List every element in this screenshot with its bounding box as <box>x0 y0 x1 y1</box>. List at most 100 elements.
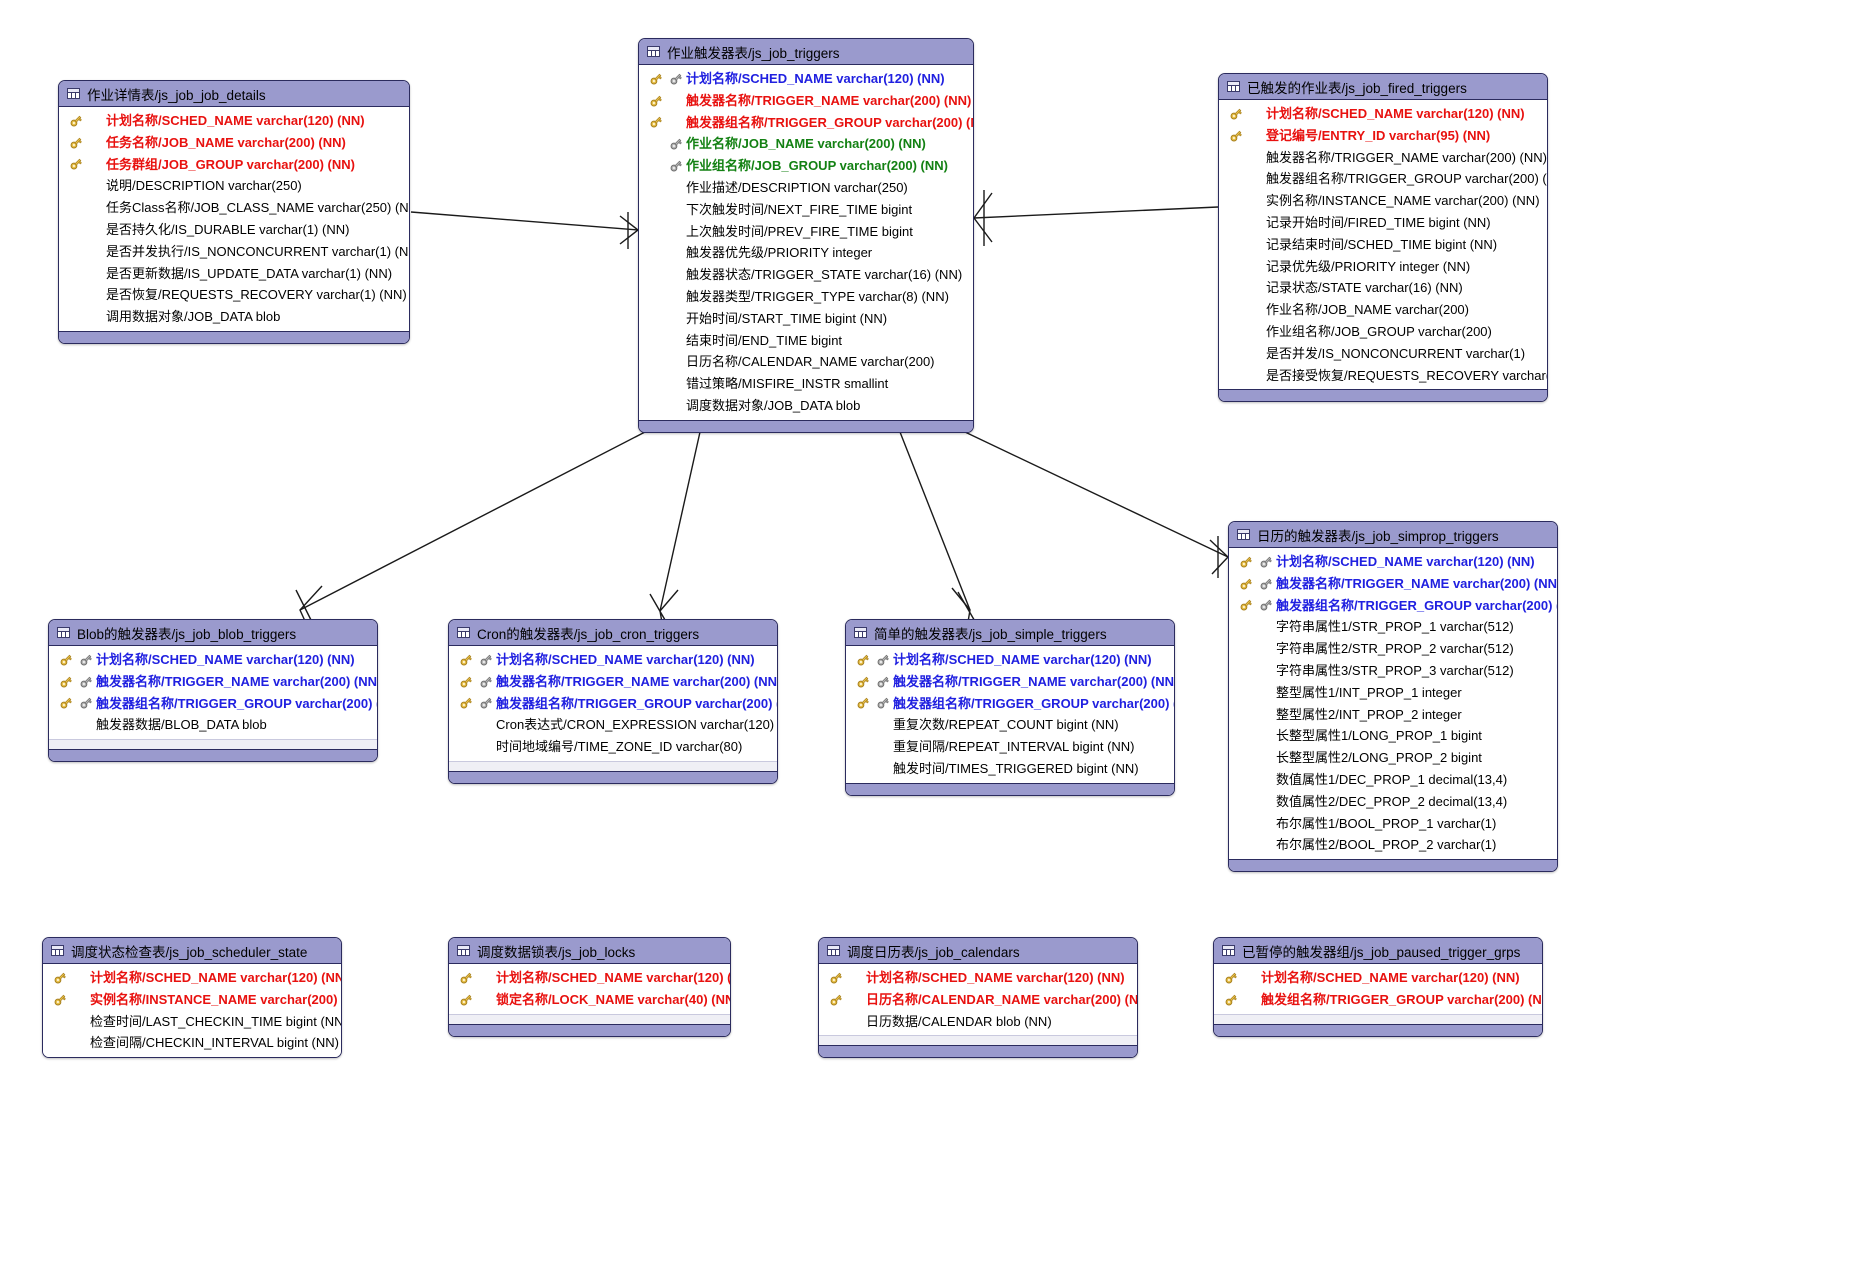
attribute-row[interactable]: 触发器类型/TRIGGER_TYPE varchar(8) (NN) <box>639 286 973 308</box>
attribute-row[interactable]: 触发器名称/TRIGGER_NAME varchar(200) (NN) <box>1229 573 1557 595</box>
attribute-row[interactable]: 是否并发执行/IS_NONCONCURRENT varchar(1) (NN) <box>59 241 409 263</box>
attribute-row[interactable]: 触发器组名称/TRIGGER_GROUP varchar(200) (NN) <box>639 112 973 134</box>
entity-header-simple_triggers[interactable]: 简单的触发器表/js_job_simple_triggers <box>846 620 1174 646</box>
attribute-row[interactable]: 触发器名称/TRIGGER_NAME varchar(200) (NN) <box>449 671 777 693</box>
attribute-row[interactable]: 整型属性1/INT_PROP_1 integer <box>1229 682 1557 704</box>
attribute-row[interactable]: 触发器状态/TRIGGER_STATE varchar(16) (NN) <box>639 264 973 286</box>
entity-calendars[interactable]: 调度日历表/js_job_calendars 计划名称/SCHED_NAME va… <box>818 937 1138 1059</box>
attribute-row[interactable]: 锁定名称/LOCK_NAME varchar(40) (NN) <box>449 989 730 1011</box>
attribute-row[interactable]: 布尔属性2/BOOL_PROP_2 varchar(1) <box>1229 834 1557 856</box>
attribute-row[interactable]: 触发器组名称/TRIGGER_GROUP varchar(200) (NN) <box>1229 595 1557 617</box>
attribute-row[interactable]: 长整型属性2/LONG_PROP_2 bigint <box>1229 747 1557 769</box>
attribute-row[interactable]: 触发器名称/TRIGGER_NAME varchar(200) (NN) <box>1219 147 1547 169</box>
attribute-row[interactable]: 是否持久化/IS_DURABLE varchar(1) (NN) <box>59 219 409 241</box>
attribute-row[interactable]: 长整型属性1/LONG_PROP_1 bigint <box>1229 725 1557 747</box>
attribute-row[interactable]: 触发器名称/TRIGGER_NAME varchar(200) (NN) <box>846 671 1174 693</box>
attribute-row[interactable]: 触发器名称/TRIGGER_NAME varchar(200) (NN) <box>49 671 377 693</box>
attribute-row[interactable]: 上次触发时间/PREV_FIRE_TIME bigint <box>639 221 973 243</box>
attribute-row[interactable]: 是否接受恢复/REQUESTS_RECOVERY varchar(1) <box>1219 365 1547 387</box>
attribute-row[interactable]: 触发器名称/TRIGGER_NAME varchar(200) (NN) <box>639 90 973 112</box>
attribute-row[interactable]: 结束时间/END_TIME bigint <box>639 330 973 352</box>
attribute-row[interactable]: 重复间隔/REPEAT_INTERVAL bigint (NN) <box>846 736 1174 758</box>
attribute-row[interactable]: 任务名称/JOB_NAME varchar(200) (NN) <box>59 132 409 154</box>
attribute-row[interactable]: 触发时间/TIMES_TRIGGERED bigint (NN) <box>846 758 1174 780</box>
entity-locks[interactable]: 调度数据锁表/js_job_locks 计划名称/SCHED_NAME varch… <box>448 937 731 1037</box>
entity-blob_triggers[interactable]: Blob的触发器表/js_job_blob_triggers 计划名称/SCHED… <box>48 619 378 763</box>
attribute-row[interactable]: 计划名称/SCHED_NAME varchar(120) (NN) <box>449 967 730 989</box>
attribute-row[interactable]: 触发组名称/TRIGGER_GROUP varchar(200) (NN) <box>1214 989 1542 1011</box>
attribute-row[interactable]: 重复次数/REPEAT_COUNT bigint (NN) <box>846 714 1174 736</box>
attribute-row[interactable]: 布尔属性1/BOOL_PROP_1 varchar(1) <box>1229 813 1557 835</box>
attribute-row[interactable]: 计划名称/SCHED_NAME varchar(120) (NN) <box>1229 551 1557 573</box>
attribute-row[interactable]: 作业名称/JOB_NAME varchar(200) (NN) <box>639 133 973 155</box>
attribute-row[interactable]: 实例名称/INSTANCE_NAME varchar(200) (NN) <box>1219 190 1547 212</box>
attribute-row[interactable]: 作业名称/JOB_NAME varchar(200) <box>1219 299 1547 321</box>
entity-header-scheduler_state[interactable]: 调度状态检查表/js_job_scheduler_state <box>43 938 341 964</box>
attribute-row[interactable]: 数值属性2/DEC_PROP_2 decimal(13,4) <box>1229 791 1557 813</box>
attribute-row[interactable]: 计划名称/SCHED_NAME varchar(120) (NN) <box>846 649 1174 671</box>
attribute-row[interactable]: 字符串属性2/STR_PROP_2 varchar(512) <box>1229 638 1557 660</box>
attribute-row[interactable]: 说明/DESCRIPTION varchar(250) <box>59 175 409 197</box>
entity-cron_triggers[interactable]: Cron的触发器表/js_job_cron_triggers 计划名称/SCHED… <box>448 619 778 784</box>
attribute-row[interactable]: 日历名称/CALENDAR_NAME varchar(200) (NN) <box>819 989 1137 1011</box>
attribute-row[interactable]: 检查间隔/CHECKIN_INTERVAL bigint (NN) <box>43 1032 341 1054</box>
attribute-row[interactable]: 作业组名称/JOB_GROUP varchar(200) <box>1219 321 1547 343</box>
attribute-row[interactable]: 日历数据/CALENDAR blob (NN) <box>819 1011 1137 1033</box>
attribute-row[interactable]: 任务群组/JOB_GROUP varchar(200) (NN) <box>59 154 409 176</box>
attribute-row[interactable]: 计划名称/SCHED_NAME varchar(120) (NN) <box>1214 967 1542 989</box>
attribute-row[interactable]: 记录开始时间/FIRED_TIME bigint (NN) <box>1219 212 1547 234</box>
attribute-row[interactable]: 是否更新数据/IS_UPDATE_DATA varchar(1) (NN) <box>59 263 409 285</box>
attribute-row[interactable]: 开始时间/START_TIME bigint (NN) <box>639 308 973 330</box>
attribute-row[interactable]: Cron表达式/CRON_EXPRESSION varchar(120) (NN… <box>449 714 777 736</box>
attribute-row[interactable]: 整型属性2/INT_PROP_2 integer <box>1229 704 1557 726</box>
attribute-row[interactable]: 字符串属性1/STR_PROP_1 varchar(512) <box>1229 616 1557 638</box>
entity-fired_triggers[interactable]: 已触发的作业表/js_job_fired_triggers 计划名称/SCHED_… <box>1218 73 1548 403</box>
entity-header-job_triggers[interactable]: 作业触发器表/js_job_triggers <box>639 39 973 65</box>
entity-paused_trigger_grps[interactable]: 已暂停的触发器组/js_job_paused_trigger_grps 计划名称/… <box>1213 937 1543 1037</box>
attribute-row[interactable]: 字符串属性3/STR_PROP_3 varchar(512) <box>1229 660 1557 682</box>
entity-header-cron_triggers[interactable]: Cron的触发器表/js_job_cron_triggers <box>449 620 777 646</box>
entity-simple_triggers[interactable]: 简单的触发器表/js_job_simple_triggers 计划名称/SCHED… <box>845 619 1175 796</box>
attribute-row[interactable]: 登记编号/ENTRY_ID varchar(95) (NN) <box>1219 125 1547 147</box>
entity-header-paused_trigger_grps[interactable]: 已暂停的触发器组/js_job_paused_trigger_grps <box>1214 938 1542 964</box>
attribute-row[interactable]: 计划名称/SCHED_NAME varchar(120) (NN) <box>449 649 777 671</box>
attribute-row[interactable]: 触发器组名称/TRIGGER_GROUP varchar(200) (NN) <box>1219 168 1547 190</box>
entity-header-fired_triggers[interactable]: 已触发的作业表/js_job_fired_triggers <box>1219 74 1547 100</box>
attribute-row[interactable]: 作业组名称/JOB_GROUP varchar(200) (NN) <box>639 155 973 177</box>
attribute-row[interactable]: 是否并发/IS_NONCONCURRENT varchar(1) <box>1219 343 1547 365</box>
attribute-row[interactable]: 计划名称/SCHED_NAME varchar(120) (NN) <box>1219 103 1547 125</box>
attribute-row[interactable]: 计划名称/SCHED_NAME varchar(120) (NN) <box>43 967 341 989</box>
entity-header-job_details[interactable]: 作业详情表/js_job_job_details <box>59 81 409 107</box>
entity-scheduler_state[interactable]: 调度状态检查表/js_job_scheduler_state 计划名称/SCHED… <box>42 937 342 1059</box>
attribute-row[interactable]: 实例名称/INSTANCE_NAME varchar(200) (NN) <box>43 989 341 1011</box>
attribute-row[interactable]: 任务Class名称/JOB_CLASS_NAME varchar(250) (N… <box>59 197 409 219</box>
attribute-row[interactable]: 作业描述/DESCRIPTION varchar(250) <box>639 177 973 199</box>
attribute-row[interactable]: 检查时间/LAST_CHECKIN_TIME bigint (NN) <box>43 1011 341 1033</box>
attribute-row[interactable]: 记录结束时间/SCHED_TIME bigint (NN) <box>1219 234 1547 256</box>
attribute-row[interactable]: 触发器优先级/PRIORITY integer <box>639 242 973 264</box>
attribute-row[interactable]: 下次触发时间/NEXT_FIRE_TIME bigint <box>639 199 973 221</box>
entity-header-calendars[interactable]: 调度日历表/js_job_calendars <box>819 938 1137 964</box>
attribute-row[interactable]: 触发器组名称/TRIGGER_GROUP varchar(200) (NN) <box>449 693 777 715</box>
attribute-row[interactable]: 触发器组名称/TRIGGER_GROUP varchar(200) (NN) <box>49 693 377 715</box>
attribute-row[interactable]: 计划名称/SCHED_NAME varchar(120) (NN) <box>49 649 377 671</box>
entity-job_details[interactable]: 作业详情表/js_job_job_details 计划名称/SCHED_NAME … <box>58 80 410 344</box>
attribute-row[interactable]: 记录优先级/PRIORITY integer (NN) <box>1219 256 1547 278</box>
attribute-row[interactable]: 错过策略/MISFIRE_INSTR smallint <box>639 373 973 395</box>
attribute-row[interactable]: 计划名称/SCHED_NAME varchar(120) (NN) <box>639 68 973 90</box>
entity-header-simprop_triggers[interactable]: 日历的触发器表/js_job_simprop_triggers <box>1229 522 1557 548</box>
attribute-row[interactable]: 触发器数据/BLOB_DATA blob <box>49 714 377 736</box>
attribute-row[interactable]: 触发器组名称/TRIGGER_GROUP varchar(200) (NN) <box>846 693 1174 715</box>
attribute-row[interactable]: 数值属性1/DEC_PROP_1 decimal(13,4) <box>1229 769 1557 791</box>
attribute-row[interactable]: 是否恢复/REQUESTS_RECOVERY varchar(1) (NN) <box>59 284 409 306</box>
attribute-row[interactable]: 日历名称/CALENDAR_NAME varchar(200) <box>639 351 973 373</box>
attribute-row[interactable]: 时间地域编号/TIME_ZONE_ID varchar(80) <box>449 736 777 758</box>
attribute-row[interactable]: 计划名称/SCHED_NAME varchar(120) (NN) <box>59 110 409 132</box>
entity-simprop_triggers[interactable]: 日历的触发器表/js_job_simprop_triggers 计划名称/SCHE… <box>1228 521 1558 873</box>
attribute-row[interactable]: 调度数据对象/JOB_DATA blob <box>639 395 973 417</box>
entity-header-locks[interactable]: 调度数据锁表/js_job_locks <box>449 938 730 964</box>
attribute-row[interactable]: 调用数据对象/JOB_DATA blob <box>59 306 409 328</box>
attribute-row[interactable]: 计划名称/SCHED_NAME varchar(120) (NN) <box>819 967 1137 989</box>
entity-job_triggers[interactable]: 作业触发器表/js_job_triggers 计划名称/SCHED_NAME va… <box>638 38 974 433</box>
entity-header-blob_triggers[interactable]: Blob的触发器表/js_job_blob_triggers <box>49 620 377 646</box>
